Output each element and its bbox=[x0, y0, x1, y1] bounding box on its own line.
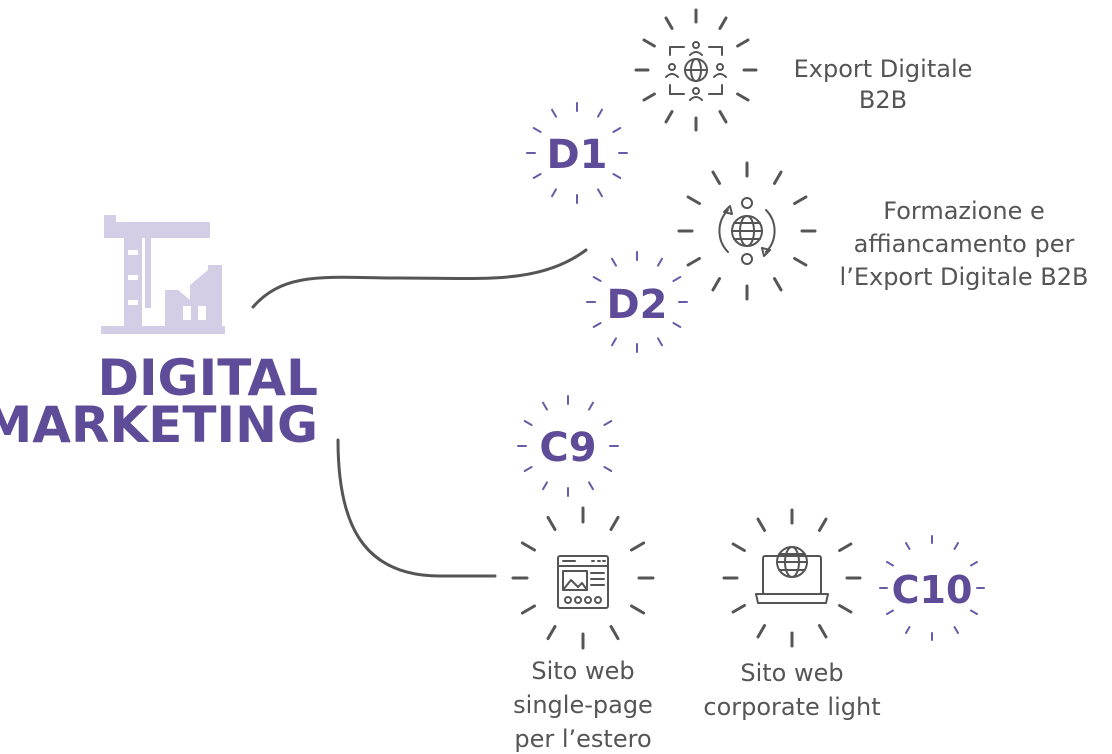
burst-ray bbox=[609, 625, 620, 641]
burst-ray bbox=[603, 420, 613, 426]
laptop-globe-icon bbox=[755, 546, 829, 604]
burst-ray bbox=[532, 173, 542, 179]
burst-ray bbox=[592, 276, 602, 282]
burst-ray bbox=[611, 257, 617, 267]
export-b2b-label-line2: B2B bbox=[859, 86, 907, 114]
burst-ray bbox=[736, 92, 750, 102]
burst-ray bbox=[609, 515, 620, 531]
burst-ray bbox=[905, 542, 911, 550]
single-page-label-line1: Sito web bbox=[531, 657, 634, 685]
burst-ray bbox=[718, 16, 728, 30]
connector-to-c9 bbox=[336, 438, 497, 578]
burst-ray bbox=[657, 337, 663, 347]
corporate-light-label-line1: Sito web bbox=[740, 659, 843, 687]
code-c10: C10 bbox=[892, 568, 973, 612]
burst-ray bbox=[551, 188, 557, 198]
burst-ray bbox=[818, 624, 828, 639]
burst-ray bbox=[686, 257, 701, 267]
burst-ray bbox=[546, 625, 557, 641]
burst-ray bbox=[953, 626, 959, 634]
code-d1: D1 bbox=[546, 132, 607, 178]
burst-ray bbox=[542, 401, 548, 411]
corporate-light-label-line2: corporate light bbox=[703, 693, 880, 721]
burst-ray bbox=[611, 337, 617, 347]
globe-cycle-icon bbox=[718, 197, 776, 265]
formazione-label-line2: affiancamento per bbox=[854, 230, 1075, 258]
single-page-label-line3: per l’estero bbox=[514, 725, 651, 753]
main-title-line1: DIGITAL bbox=[97, 349, 318, 407]
burst-rays-c9 bbox=[517, 395, 619, 497]
burst-ray bbox=[520, 604, 536, 615]
burst-ray bbox=[686, 195, 701, 205]
single-page-label-line2: single-page bbox=[513, 691, 653, 719]
connector-to-d2 bbox=[251, 248, 588, 309]
burst-ray bbox=[520, 541, 536, 552]
burst-ray bbox=[588, 481, 594, 491]
burst-ray bbox=[597, 188, 603, 198]
main-title-line2: MARKETING bbox=[0, 396, 318, 454]
burst-ray bbox=[886, 609, 894, 615]
burst-ray bbox=[756, 517, 766, 532]
burst-ray bbox=[532, 127, 542, 133]
code-d2: D2 bbox=[606, 282, 667, 328]
export-b2b-label-line1: Export Digitale bbox=[794, 55, 973, 83]
burst-ray bbox=[905, 626, 911, 634]
burst-ray bbox=[711, 170, 721, 185]
burst-rays-d1 bbox=[526, 102, 628, 204]
factory-icon bbox=[101, 215, 225, 334]
burst-ray bbox=[773, 277, 783, 292]
burst-rays-c10 bbox=[879, 535, 985, 641]
burst-ray bbox=[970, 561, 978, 567]
code-c9: C9 bbox=[539, 425, 596, 471]
burst-ray bbox=[818, 517, 828, 532]
burst-ray bbox=[630, 541, 646, 552]
burst-rays-single-page bbox=[511, 506, 655, 650]
burst-ray bbox=[838, 604, 853, 614]
burst-ray bbox=[592, 322, 602, 328]
formazione-label-line1: Formazione e bbox=[883, 197, 1044, 225]
burst-ray bbox=[970, 609, 978, 615]
burst-ray bbox=[736, 38, 750, 48]
burst-ray bbox=[642, 92, 656, 102]
burst-ray bbox=[838, 542, 853, 552]
burst-ray bbox=[612, 173, 622, 179]
burst-ray bbox=[597, 108, 603, 118]
burst-ray bbox=[731, 604, 746, 614]
burst-ray bbox=[953, 542, 959, 550]
burst-ray bbox=[546, 515, 557, 531]
burst-ray bbox=[718, 110, 728, 124]
burst-ray bbox=[793, 195, 808, 205]
burst-ray bbox=[731, 542, 746, 552]
burst-ray bbox=[793, 257, 808, 267]
burst-ray bbox=[711, 277, 721, 292]
burst-ray bbox=[773, 170, 783, 185]
burst-ray bbox=[588, 401, 594, 411]
burst-ray bbox=[664, 16, 674, 30]
burst-ray bbox=[612, 127, 622, 133]
burst-ray bbox=[523, 466, 533, 472]
burst-ray bbox=[672, 322, 682, 328]
burst-ray bbox=[642, 38, 656, 48]
burst-rays-formazione bbox=[677, 161, 817, 301]
burst-rays-export bbox=[634, 8, 758, 132]
burst-ray bbox=[657, 257, 663, 267]
burst-rays-corporate bbox=[722, 508, 862, 648]
burst-ray bbox=[672, 276, 682, 282]
burst-ray bbox=[886, 561, 894, 567]
network-globe-icon bbox=[665, 41, 727, 101]
burst-rays-d2 bbox=[586, 251, 688, 353]
formazione-label-line3: l’Export Digitale B2B bbox=[840, 263, 1089, 291]
burst-ray bbox=[551, 108, 557, 118]
burst-ray bbox=[542, 481, 548, 491]
webpage-icon bbox=[557, 555, 609, 609]
burst-ray bbox=[523, 420, 533, 426]
burst-ray bbox=[664, 110, 674, 124]
burst-ray bbox=[756, 624, 766, 639]
burst-ray bbox=[603, 466, 613, 472]
burst-ray bbox=[630, 604, 646, 615]
